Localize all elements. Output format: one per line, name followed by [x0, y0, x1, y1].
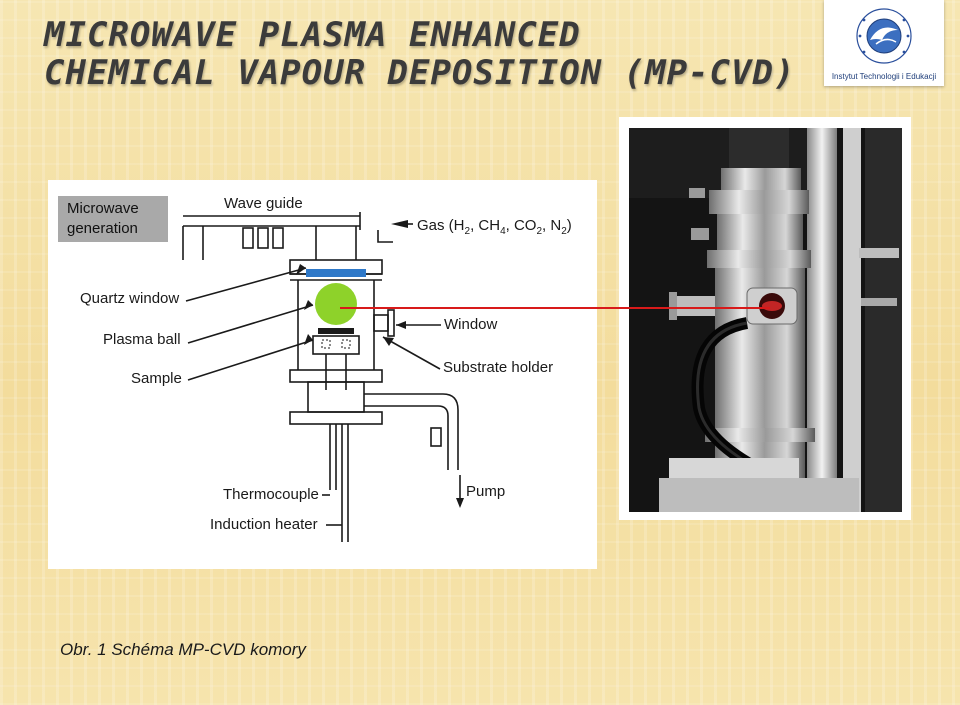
label-substrate-holder: Substrate holder — [443, 359, 554, 376]
title-line-2: CHEMICAL VAPOUR DEPOSITION (MP-CVD) — [44, 53, 796, 93]
label-gas: Gas (H2, CH4, CO2, N2) — [417, 217, 572, 237]
microwave-generation-box: Microwave generation — [58, 196, 168, 242]
label-pump: Pump — [466, 483, 506, 500]
label-quartz-window: Quartz window — [80, 290, 180, 307]
window-highlight-line — [340, 307, 770, 309]
slide-title: MICROWAVE PLASMA ENHANCED CHEMICAL VAPOU… — [44, 16, 795, 92]
reactor-photo-drawing — [629, 128, 902, 512]
figure-caption: Obr. 1 Schéma MP-CVD komory — [60, 640, 306, 659]
microwave-generation-line1: Microwave — [67, 200, 139, 217]
reactor-photo — [629, 128, 902, 512]
label-induction-heater: Induction heater — [210, 516, 318, 533]
label-sample: Sample — [131, 370, 182, 387]
microwave-generation-line2: generation — [67, 220, 138, 237]
label-window: Window — [444, 316, 498, 333]
logo-institute-label: Instytut Technologii i Edukacji — [831, 72, 937, 81]
logo-emblem-icon — [856, 8, 912, 64]
university-logo: Instytut Technologii i Edukacji — [824, 0, 944, 86]
label-wave-guide: Wave guide — [224, 195, 303, 212]
label-thermocouple: Thermocouple — [223, 486, 319, 503]
mpcvd-schematic: Microwave generation Wave guide Gas (H2,… — [48, 180, 597, 569]
schematic-drawing — [182, 212, 464, 542]
label-plasma-ball: Plasma ball — [103, 331, 181, 348]
title-line-1: MICROWAVE PLASMA ENHANCED — [44, 15, 581, 55]
